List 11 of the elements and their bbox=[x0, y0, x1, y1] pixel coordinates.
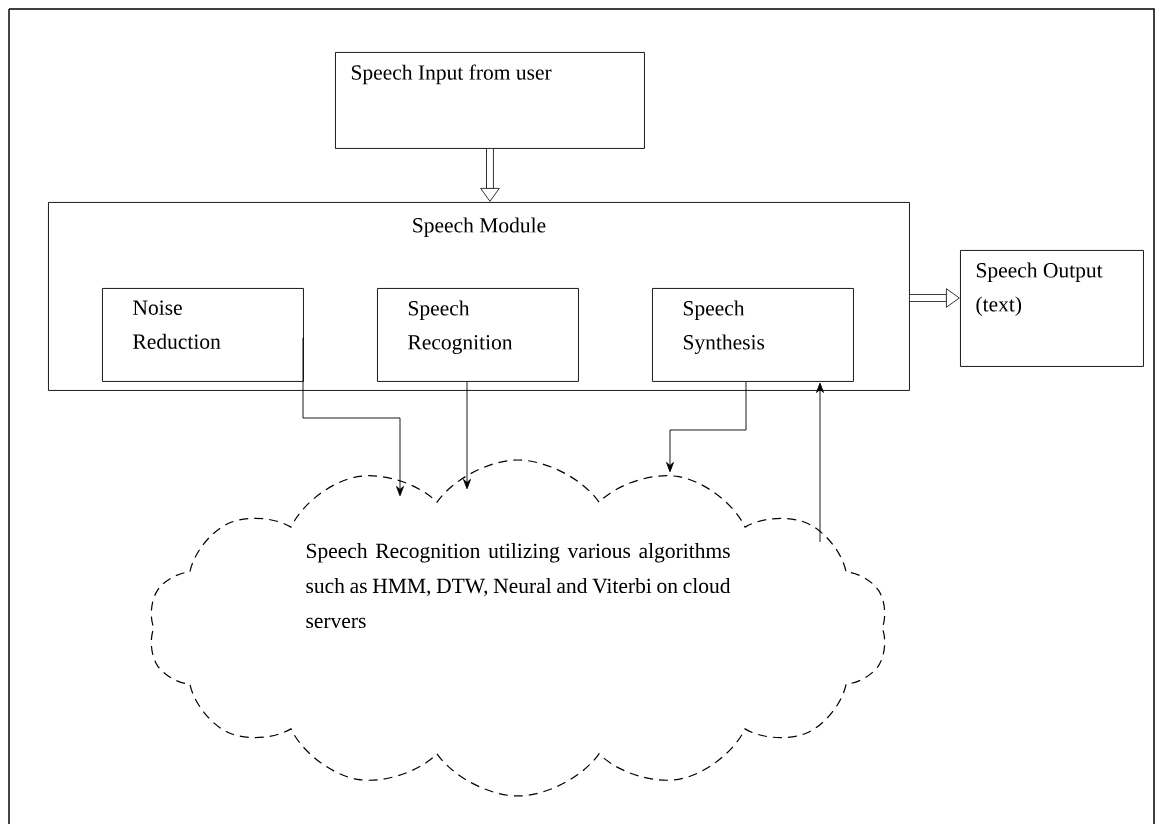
arrow bbox=[302, 337, 404, 497]
process-box: Speech Synthesis bbox=[652, 288, 854, 382]
hollow-arrow bbox=[909, 288, 960, 308]
arrow bbox=[463, 381, 471, 490]
process-box: Speech Recognition bbox=[377, 288, 579, 382]
output-box: Speech Output (text) bbox=[960, 250, 1144, 367]
hollow-arrow bbox=[480, 148, 500, 202]
process-box: Noise Reduction bbox=[102, 288, 304, 382]
arrow bbox=[666, 381, 747, 473]
process-box: Speech Input from user bbox=[335, 52, 645, 149]
arrow bbox=[816, 382, 824, 543]
